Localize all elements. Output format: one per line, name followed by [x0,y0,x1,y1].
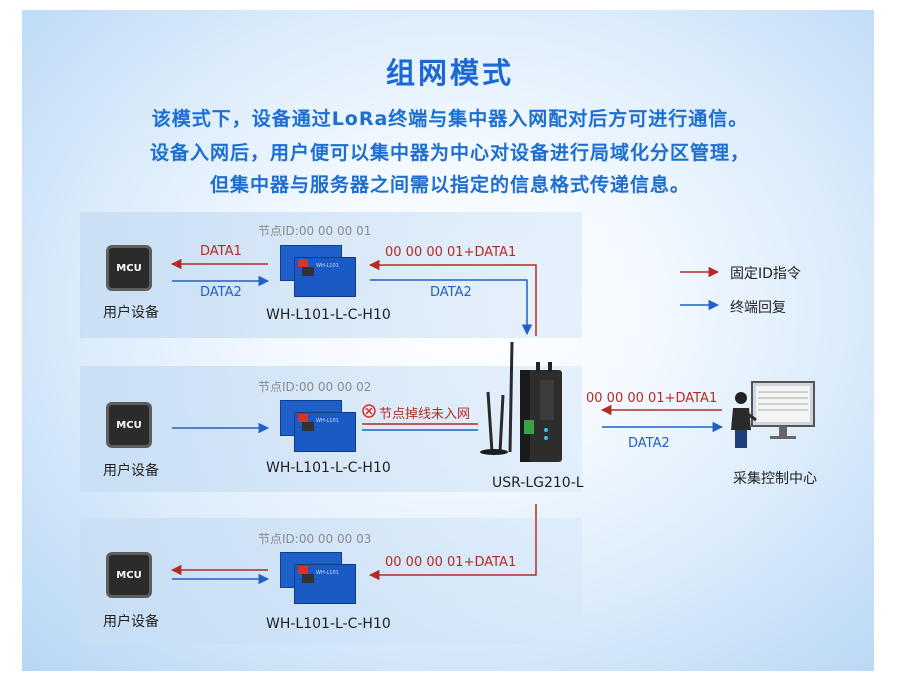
node2-status-text: 节点掉线未入网 [379,407,471,422]
page-title: 组网模式 [385,56,514,90]
center-red-text: 00 00 00 01+DATA1 [586,391,718,406]
node1-module-label: WH-L101-L-C-H10 [266,307,391,323]
node1-device-label: 用户设备 [103,305,159,321]
node3-right-red-text: 00 00 00 01+DATA1 [385,555,517,570]
mcu-chip-icon: MCU [109,555,149,595]
node1-right-red-arrow [368,259,537,336]
disconnected-icon [362,404,376,418]
node1-right-red-text: 00 00 00 01+DATA1 [385,245,517,260]
node2-module-label: WH-L101-L-C-H10 [266,460,391,476]
gateway-label: USR-LG210-L [492,475,584,491]
node3-id: 节点ID:00 00 00 03 [258,532,372,546]
node1-right-blue-arrow [370,279,533,336]
control-center-icon [731,381,815,448]
center-blue-text: DATA2 [628,436,670,451]
gateway-icon [520,362,562,462]
lora-module-icon: WH-L101 [280,552,356,604]
node3-module-label: WH-L101-L-C-H10 [266,616,391,632]
node2-device-label: 用户设备 [103,463,159,479]
node1-right-blue-text: DATA2 [430,285,472,300]
description-line-2: 设备入网后，用户便可以集中器为中心对设备进行局域化分区管理， [149,142,750,164]
node1-left-red-text: DATA1 [200,244,242,259]
node1-left-blue-text: DATA2 [200,285,242,300]
node3-device-label: 用户设备 [103,614,159,630]
node1-id: 节点ID:00 00 00 01 [258,224,372,238]
legend-reply: 终端回复 [730,300,786,316]
lora-module-icon: WH-L101 [280,400,356,452]
mcu-chip-icon: MCU [109,248,149,288]
node2-id: 节点ID:00 00 00 02 [258,380,372,394]
description-line-3: 但集中器与服务器之间需以指定的信息格式传递信息。 [209,174,690,196]
legend-fixed-id: 固定ID指令 [730,266,801,282]
description-line-1: 该模式下，设备通过LoRa终端与集中器入网配对后方可进行通信。 [151,108,749,130]
mcu-chip-icon: MCU [109,405,149,445]
lora-module-icon: WH-L101 [280,245,356,297]
control-center-label: 采集控制中心 [733,471,817,487]
antenna-icon [480,341,514,455]
node3-right-red-arrow [368,504,537,581]
